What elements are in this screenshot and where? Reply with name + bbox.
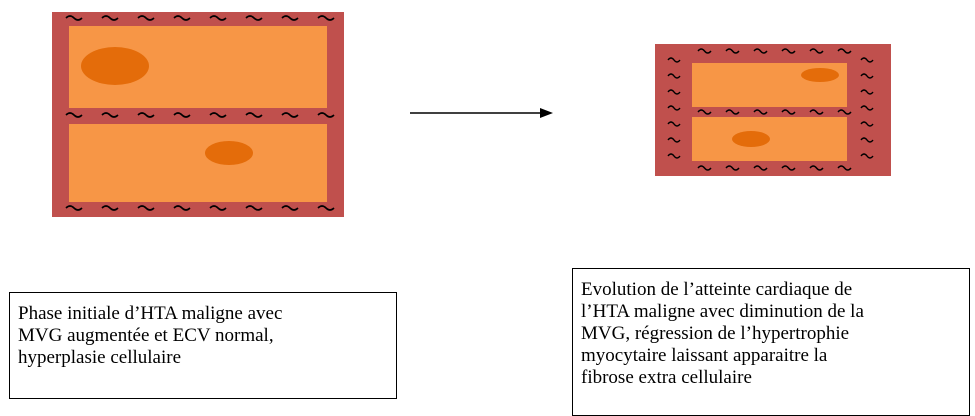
fibrosis-mark bbox=[65, 15, 83, 21]
caption-line: l’HTA maligne avec diminution de la bbox=[581, 301, 864, 322]
fibrosis-mark bbox=[173, 15, 191, 21]
fibrosis-mark bbox=[837, 109, 852, 115]
fibrosis-mark bbox=[209, 205, 227, 211]
fibrosis-mark bbox=[137, 112, 155, 118]
fibrosis-mark bbox=[667, 105, 681, 111]
fibrosis-mark bbox=[667, 73, 681, 79]
caption-evolution: Evolution de l’atteinte cardiaque de l’H… bbox=[572, 268, 970, 416]
nucleus-right-top bbox=[801, 68, 839, 82]
caption-line: myocytaire laissant apparaitre la bbox=[581, 345, 828, 366]
fibrosis-mark bbox=[245, 205, 263, 211]
fibrosis-mark bbox=[860, 105, 874, 111]
fibrosis-mark bbox=[753, 109, 768, 115]
fibrosis-mark bbox=[725, 165, 740, 171]
nucleus-large bbox=[81, 47, 149, 85]
tissue-block-initial bbox=[52, 12, 344, 217]
fibrosis-mark bbox=[281, 15, 299, 21]
fibrosis-mark bbox=[281, 112, 299, 118]
fibrosis-mark bbox=[860, 153, 874, 159]
fibrosis-mark bbox=[101, 112, 119, 118]
fibrosis-mark bbox=[781, 48, 796, 54]
fibrosis-mark bbox=[137, 15, 155, 21]
caption-line: Phase initiale d’HTA maligne avec bbox=[18, 303, 283, 324]
fibrosis-mark bbox=[697, 48, 712, 54]
fibrosis-mark bbox=[725, 48, 740, 54]
fibrosis-mark bbox=[209, 112, 227, 118]
nucleus-right-bottom bbox=[732, 131, 770, 147]
fibrosis-mark bbox=[860, 137, 874, 143]
caption-line: Evolution de l’atteinte cardiaque de bbox=[581, 279, 853, 300]
fibrosis-mark bbox=[209, 15, 227, 21]
fibrosis-mark bbox=[837, 48, 852, 54]
fibrosis-mark bbox=[667, 57, 681, 63]
fibrosis-mark bbox=[809, 109, 824, 115]
fibrosis-mark bbox=[65, 112, 83, 118]
fibrosis-mark bbox=[697, 165, 712, 171]
fibrosis-mark bbox=[753, 165, 768, 171]
fibrosis-mark bbox=[245, 15, 263, 21]
caption-initial-phase: Phase initiale d’HTA maligne avec MVG au… bbox=[9, 292, 397, 399]
fibrosis-mark bbox=[753, 48, 768, 54]
fibrosis-mark bbox=[809, 48, 824, 54]
fibrosis-mark bbox=[837, 165, 852, 171]
fibrosis-mark bbox=[667, 153, 681, 159]
tissue-block-evolution bbox=[655, 44, 891, 176]
caption-line: MVG, régression de l’hypertrophie bbox=[581, 323, 850, 344]
fibrosis-marks-left bbox=[65, 15, 335, 211]
fibrosis-mark bbox=[65, 205, 83, 211]
fibrosis-mark bbox=[317, 112, 335, 118]
caption-line: hyperplasie cellulaire bbox=[18, 347, 182, 368]
fibrosis-mark bbox=[317, 205, 335, 211]
fibrosis-mark bbox=[860, 89, 874, 95]
caption-line: MVG augmentée et ECV normal, bbox=[18, 325, 274, 346]
fibrosis-mark bbox=[860, 73, 874, 79]
fibrosis-mark bbox=[667, 121, 681, 127]
fibrosis-mark bbox=[725, 109, 740, 115]
fibrosis-mark bbox=[667, 137, 681, 143]
fibrosis-mark bbox=[173, 112, 191, 118]
fibrosis-mark bbox=[137, 205, 155, 211]
fibrosis-mark bbox=[101, 205, 119, 211]
fibrosis-mark bbox=[781, 109, 796, 115]
fibrosis-mark bbox=[101, 15, 119, 21]
fibrosis-mark bbox=[860, 57, 874, 63]
caption-line: fibrose extra cellulaire bbox=[581, 367, 752, 388]
nucleus-small bbox=[205, 141, 253, 165]
myocyte-cell-bottom-left bbox=[69, 124, 327, 202]
fibrosis-mark bbox=[245, 112, 263, 118]
fibrosis-marks-right bbox=[667, 48, 874, 171]
fibrosis-mark bbox=[281, 205, 299, 211]
arrow-head bbox=[540, 108, 553, 118]
fibrosis-mark bbox=[781, 165, 796, 171]
fibrosis-mark bbox=[667, 89, 681, 95]
fibrosis-mark bbox=[860, 121, 874, 127]
progression-arrow bbox=[410, 108, 553, 118]
fibrosis-mark bbox=[173, 205, 191, 211]
fibrosis-mark bbox=[809, 165, 824, 171]
fibrosis-mark bbox=[697, 109, 712, 115]
fibrosis-mark bbox=[317, 15, 335, 21]
